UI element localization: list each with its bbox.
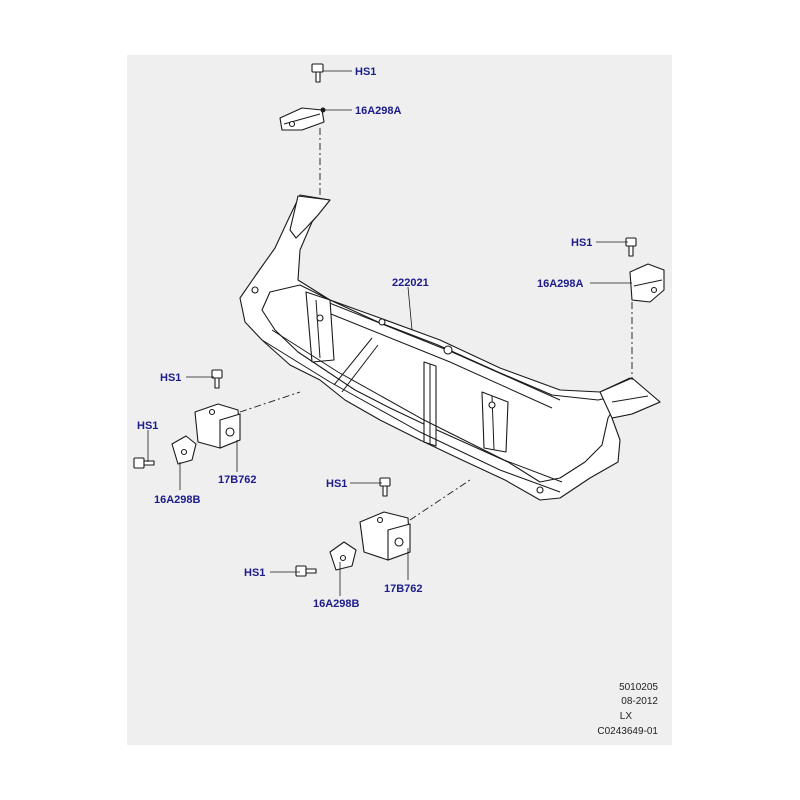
stamp-model: LX: [620, 711, 633, 722]
stamp-date: 08-2012: [621, 696, 658, 707]
stamp-code: 5010205: [619, 682, 658, 693]
bracket-left-16A298B: [171, 435, 197, 465]
mount-left-17B762: [194, 403, 241, 449]
callout-hs1-right: HS1: [571, 237, 592, 249]
bracket-center-16A298B: [329, 541, 357, 571]
callout-bracket-left-b: 16A298B: [154, 494, 201, 506]
leader-lines: [147, 70, 632, 596]
bolt-hs1-left-upper: [211, 369, 223, 389]
callout-hs1-top: HS1: [355, 66, 376, 78]
bracket-right-16A298A: [629, 263, 665, 303]
bolt-hs1-right: [625, 237, 637, 257]
assembly-line-left: [239, 391, 301, 413]
callout-hs1-center: HS1: [326, 478, 347, 490]
callout-hs1-left-upper: HS1: [160, 372, 181, 384]
bolt-hs1-center-lower: [295, 565, 317, 577]
bolt-hs1-center: [379, 477, 391, 497]
callout-carrier: 222021: [392, 277, 429, 289]
illustration-stamp: 5010205 08-2012 LX C0243649-01: [597, 682, 658, 737]
bolt-hs1-top: [311, 63, 326, 113]
stamp-illustration-id: C0243649-01: [597, 726, 658, 737]
bolt-hs1-left-lower: [133, 457, 155, 469]
bracket-top-16A298A: [279, 107, 325, 131]
callout-bracket-top: 16A298A: [355, 105, 402, 117]
callout-bracket-center-b: 16A298B: [313, 598, 360, 610]
callout-bracket-right: 16A298A: [537, 278, 584, 290]
mount-center-17B762: [359, 511, 411, 561]
callout-hs1-left-lower: HS1: [137, 420, 158, 432]
front-end-carrier: [239, 194, 661, 501]
callout-mount-center: 17B762: [384, 583, 423, 595]
assembly-line-center: [409, 479, 471, 521]
callout-hs1-center-lower: HS1: [244, 567, 265, 579]
callout-mount-left: 17B762: [218, 474, 257, 486]
